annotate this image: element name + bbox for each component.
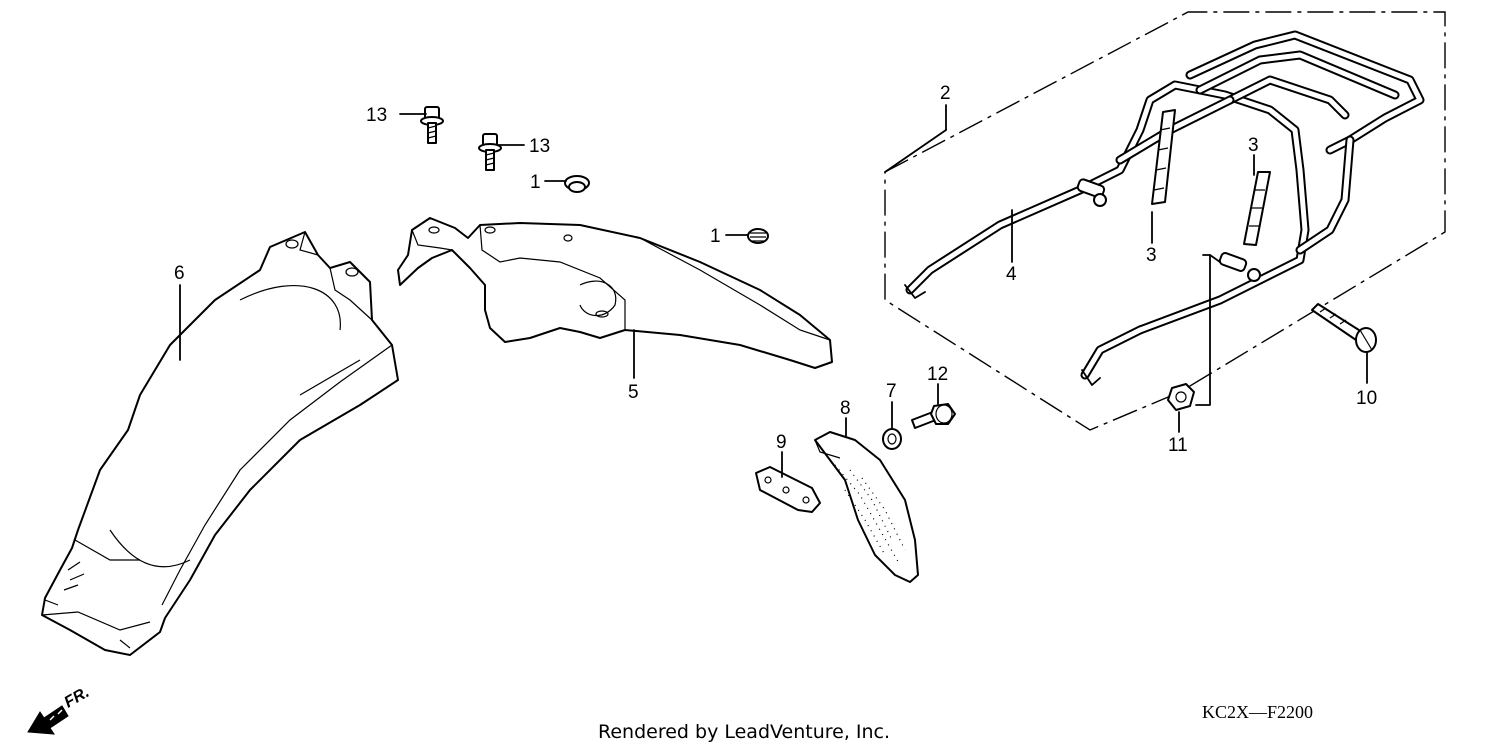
bolt-10-part[interactable]: [1311, 303, 1377, 353]
collar-7-part[interactable]: [882, 428, 902, 450]
rear-carrier-part[interactable]: [904, 30, 1425, 386]
grommet-1b-part[interactable]: [747, 228, 769, 244]
callout-8: 8: [840, 398, 851, 419]
assembly-outline: [884, 11, 1446, 431]
plate-9-part[interactable]: [755, 466, 821, 513]
callout-5: 5: [628, 382, 639, 403]
diagram-part-code: KC2X—F2200: [1202, 702, 1313, 722]
callout-13a: 13: [366, 105, 387, 126]
callout-4: 4: [1006, 264, 1017, 285]
callout-3b: 3: [1248, 135, 1259, 156]
rubber-pad-3a-part[interactable]: [1151, 109, 1176, 205]
rubber-pad-3b-part[interactable]: [1243, 171, 1271, 246]
front-direction-label: FR.: [62, 684, 93, 712]
flange-bolt-13b-part[interactable]: [478, 133, 502, 171]
callout-11: 11: [1168, 435, 1188, 456]
grommet-1a-part[interactable]: [564, 175, 590, 193]
callout-7: 7: [886, 381, 897, 402]
mud-flap-part[interactable]: [814, 431, 919, 583]
flange-bolt-13a-part[interactable]: [420, 106, 444, 144]
bolt-12-part[interactable]: [911, 403, 956, 429]
callout-6: 6: [174, 263, 185, 284]
callout-13b: 13: [529, 136, 550, 157]
callout-10: 10: [1356, 388, 1377, 409]
callout-1b: 1: [710, 226, 721, 247]
callout-12: 12: [927, 364, 948, 385]
rear-fender-part[interactable]: [397, 217, 833, 369]
leader-lines: [179, 104, 1368, 478]
callout-9: 9: [776, 432, 787, 453]
callout-1a: 1: [530, 172, 541, 193]
callout-2: 2: [940, 83, 951, 104]
front-direction-arrow-icon: [27, 705, 69, 735]
collar-nut-11-part[interactable]: [1167, 383, 1195, 411]
credit-line: Rendered by LeadVenture, Inc.: [598, 721, 890, 743]
callout-3a: 3: [1146, 245, 1157, 266]
callout-labels: 13 13 1 1 6 5 2 3 3 4 10 11 12 7 8 9: [174, 83, 1377, 456]
rear-fender-inner-part[interactable]: [41, 231, 399, 656]
